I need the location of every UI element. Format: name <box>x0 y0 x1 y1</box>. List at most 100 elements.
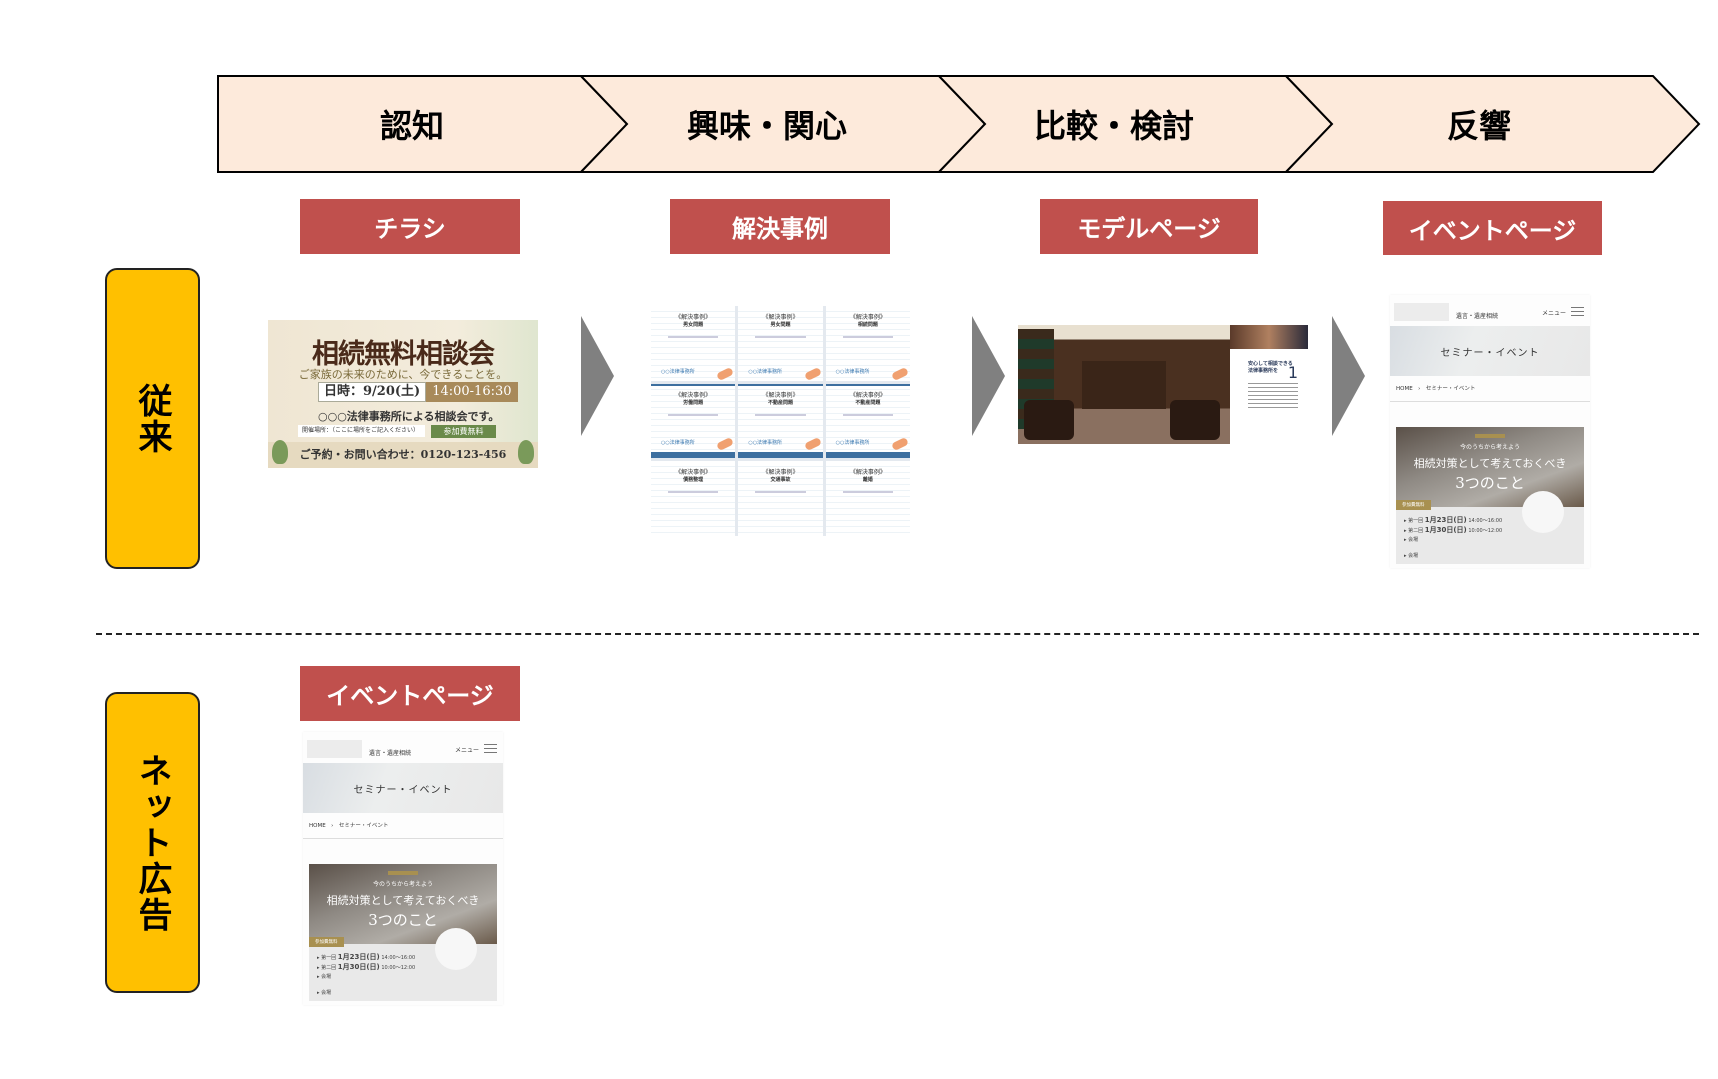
stage-comparison: 比較・検討 <box>1033 107 1194 145</box>
fee-badge: 参加費無料 <box>309 937 344 947</box>
stage-interest: 興味・関心 <box>686 107 847 145</box>
case-card: 《解決事例》不動産問題 ○○法律事務所 <box>825 383 911 459</box>
case-category: 不動産問題 <box>767 399 793 406</box>
case-firm: ○○法律事務所 <box>661 368 695 375</box>
case-category: 労働問題 <box>683 399 704 406</box>
session-2: ▸ 第二回 1月30日(日) 10:00〜12:00 <box>317 963 416 971</box>
case-firm: ○○法律事務所 <box>835 368 870 375</box>
case-card: 《解決事例》労働問題 ○○法律事務所 <box>651 383 736 459</box>
case-heading: 《解決事例》 <box>849 314 886 321</box>
session-2: ▸ 第二回 1月30日(日) 10:00〜12:00 <box>1404 526 1503 534</box>
banner-title: 相続対策として考えておくべき <box>1413 457 1567 470</box>
row-label-traditional: 従来 <box>105 268 200 569</box>
flyer-title: 相続無料相談会 <box>312 339 495 370</box>
media-label-model-page: モデルページ <box>1040 199 1258 254</box>
row-label-text: ネット広告 <box>132 752 172 933</box>
hand-pen-icon <box>716 437 735 452</box>
net-ad-media-label: イベントページ <box>300 666 520 721</box>
flyer-thumbnail: 相続無料相談会 ご家族の未来のために、今できることを。 日時：9/20(土)14… <box>268 320 538 468</box>
case-category: 不動産問題 <box>855 399 881 406</box>
case-heading: 《解決事例》 <box>675 314 712 321</box>
breadcrumb: HOME › セミナー・イベント <box>303 813 503 839</box>
session-1: ▸ 第一回 1月23日(日) 14:00〜16:00 <box>1404 516 1503 524</box>
office-photo <box>1018 325 1230 444</box>
hand-pen-icon <box>803 437 822 452</box>
case-card: 《解決事例》男女問題○○法律事務所 <box>738 306 823 381</box>
menu-label: メニュー <box>454 747 479 754</box>
breadcrumb: HOME › セミナー・イベント <box>1390 376 1590 402</box>
hero-title: セミナー・イベント <box>1390 326 1590 376</box>
hand-pen-icon <box>891 437 909 452</box>
case-category: 男女問題 <box>683 322 704 328</box>
arrow-right-icon <box>581 316 614 436</box>
flyer-time: 14:00-16:30 <box>426 382 518 402</box>
banner-title-2: 3つのこと <box>368 911 438 929</box>
flyer-contact: ご予約・お問い合わせ：0120-123-456 <box>268 442 538 468</box>
stage-chevron-4 <box>1283 75 1701 173</box>
tree-icon <box>272 440 288 464</box>
row-label-text: 従来 <box>132 382 172 455</box>
hamburger-icon <box>1571 307 1584 316</box>
case-category: 離婚 <box>862 477 873 484</box>
site-name: 遺言・遺産相続 <box>1456 313 1499 320</box>
hand-pen-icon <box>803 366 822 381</box>
case-heading: 《解決事例》 <box>675 469 712 477</box>
case-studies-thumbnail: 《解決事例》男女問題○○法律事務所 《解決事例》男女問題○○法律事務所 《解決事… <box>651 306 911 536</box>
banner-title-2: 3つのこと <box>1455 474 1525 492</box>
case-card: 《解決事例》不動産問題 ○○法律事務所 <box>738 383 823 459</box>
case-category: 相続問題 <box>857 322 878 328</box>
arrow-right-icon <box>1332 316 1365 436</box>
hamburger-icon <box>484 744 497 753</box>
model-heading-line2: 法律事務所を <box>1248 368 1279 374</box>
site-logo <box>1394 303 1449 321</box>
flyer-date: 日時：9/20(土)14:00-16:30 <box>318 382 518 402</box>
venue: ▸ 会場 <box>1404 553 1419 559</box>
row-label-net-ad: ネット広告 <box>105 692 200 993</box>
case-card: 《解決事例》交通事故 <box>738 461 823 536</box>
venue: ▸ 会場 <box>1404 537 1419 543</box>
media-label-case-studies: 解決事例 <box>670 199 890 254</box>
case-heading: 《解決事例》 <box>762 391 799 399</box>
case-category: 男女問題 <box>770 322 791 328</box>
case-firm: ○○法律事務所 <box>748 440 783 447</box>
case-firm: ○○法律事務所 <box>835 440 870 447</box>
flyer-subtitle: ご家族の未来のために、今できることを。 <box>298 368 508 381</box>
banner-kicker: 今のうちから考えよう <box>1459 444 1520 451</box>
venue: ▸ 会場 <box>317 974 332 980</box>
flyer-fee: 参加費無料 <box>431 425 496 438</box>
case-category: 債務整理 <box>683 477 704 484</box>
session-1: ▸ 第一回 1月23日(日) 14:00〜16:00 <box>317 953 416 961</box>
site-name: 遺言・遺産相続 <box>369 750 412 757</box>
flyer-date-label: 日時：9/20(土) <box>318 382 427 402</box>
model-heading-line1: 安心して相談できる <box>1248 361 1293 367</box>
media-label-flyer: チラシ <box>300 199 520 254</box>
menu-label: メニュー <box>1541 310 1566 317</box>
funnel-chevron-bar <box>217 75 1701 173</box>
row-divider <box>96 633 1699 635</box>
case-card: 《解決事例》相続問題 ○○法律事務所 <box>825 306 910 381</box>
hero-title: セミナー・イベント <box>303 763 503 813</box>
event-page-thumbnail: 遺言・遺産相続 メニュー セミナー・イベント HOME › セミナー・イベント 今… <box>1390 295 1590 568</box>
flyer-description: ○○○法律事務所による相談会です。 <box>318 410 500 423</box>
case-card: 《解決事例》債務整理 <box>651 461 736 536</box>
hand-pen-icon <box>891 366 909 381</box>
arrow-right-icon <box>972 316 1005 436</box>
case-heading: 《解決事例》 <box>849 391 886 399</box>
case-heading: 《解決事例》 <box>762 314 799 321</box>
banner-kicker: 今のうちから考えよう <box>372 881 433 888</box>
model-page-thumbnail: 安心して相談できる法律事務所を 1 <box>1018 325 1308 444</box>
venue: ▸ 会場 <box>317 990 332 996</box>
case-firm: ○○法律事務所 <box>661 440 695 447</box>
case-heading: 《解決事例》 <box>675 391 712 399</box>
case-category: 交通事故 <box>770 477 791 484</box>
media-label-event-page: イベントページ <box>1383 201 1602 255</box>
case-heading: 《解決事例》 <box>762 469 799 477</box>
hand-pen-icon <box>716 366 735 381</box>
stage-response: 反響 <box>1446 107 1511 145</box>
flyer-place: 開催場所：（ここに場所をご記入ください） <box>298 425 425 437</box>
gavel-photo <box>1230 325 1308 349</box>
seminar-banner: 今のうちから考えよう相続対策として考えておくべき 3つのこと 参加費無料 ▸ 第一… <box>1396 427 1584 564</box>
case-card: 《解決事例》離婚 <box>825 461 910 536</box>
fee-badge: 参加費無料 <box>1396 500 1431 510</box>
